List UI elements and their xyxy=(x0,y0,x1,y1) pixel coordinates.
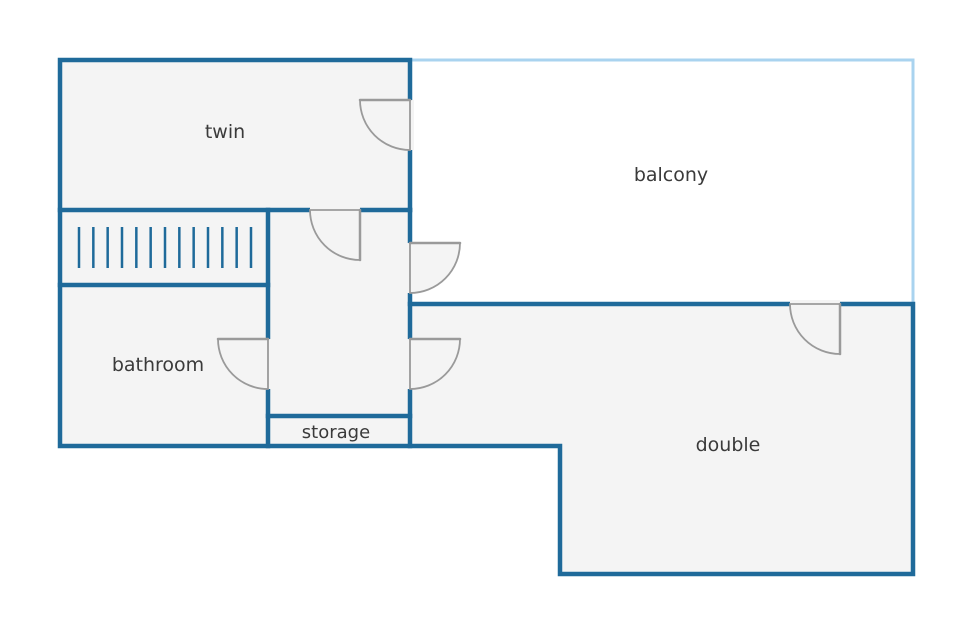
twin-label: twin xyxy=(205,121,245,143)
double-room-area xyxy=(410,304,913,574)
door-hallway-twin xyxy=(309,206,362,262)
balcony-area xyxy=(410,60,913,304)
exterior-wall-west-upper xyxy=(57,57,916,577)
door-twin-balcony xyxy=(358,98,414,151)
balcony-label: balcony xyxy=(634,164,708,186)
double-label: double xyxy=(696,434,761,456)
door-hallway-bathroom xyxy=(216,337,272,390)
door-balcony-double xyxy=(789,300,842,356)
balcony-outline xyxy=(410,58,915,304)
storage-room-area xyxy=(268,416,410,446)
door-hallway-balcony xyxy=(406,241,462,294)
bathroom-label: bathroom xyxy=(112,354,204,376)
door-hallway-double xyxy=(406,337,462,390)
storage-label: storage xyxy=(302,422,370,443)
staircase xyxy=(77,227,253,268)
twin-room-area xyxy=(60,60,410,210)
